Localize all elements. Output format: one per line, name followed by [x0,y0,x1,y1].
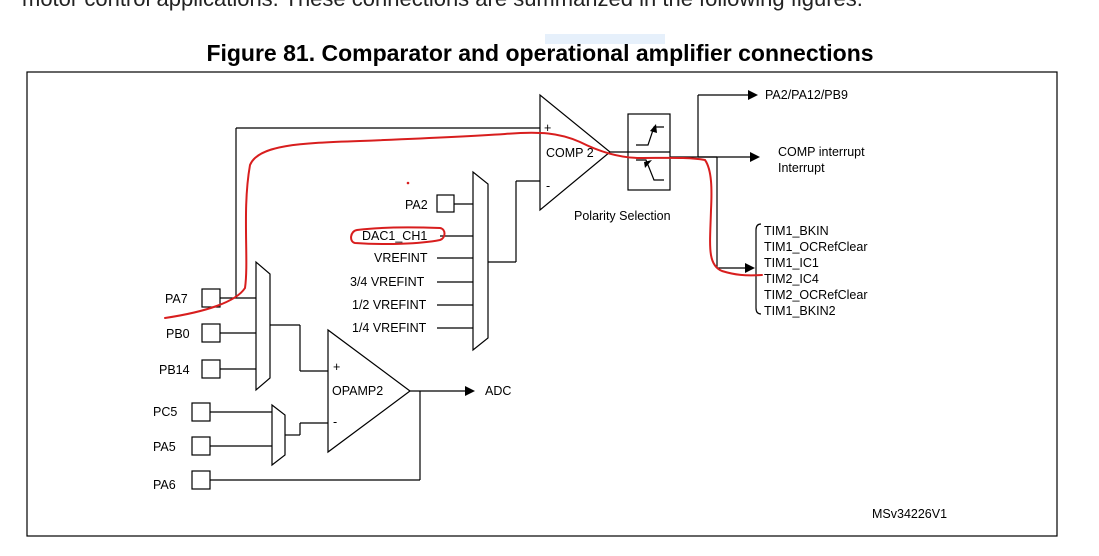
interrupt-arrow [750,152,760,162]
pin-pa5-pad [191,436,211,456]
opamp2-plus-sign: + [333,360,340,374]
comp2-label: COMP 2 [546,146,594,160]
figure-title: Figure 81. Comparator and operational am… [206,40,874,66]
pin-pb0-pad [201,323,221,343]
gpio-arrow [748,90,758,100]
polarity-selection-label: Polarity Selection [574,209,671,223]
opamp-minus-mux [271,403,286,467]
timer-signal-0: TIM1_BKIN [764,224,829,238]
comp2-minus-sign: - [546,179,550,193]
pin-label-pa6: PA6 [153,478,176,492]
pin-label-pa7: PA7 [165,292,188,306]
pin-pa2-pad [436,194,455,213]
timer-signals-brace [755,223,762,315]
comp-input-dac1-ch1: DAC1_CH1 [362,229,427,243]
opamp2-triangle [327,328,412,454]
comp-interrupt-label: COMP interrupt [778,145,865,159]
comp-input-1-2-vrefint: 1/2 VREFINT [352,298,427,312]
red-annotation [164,131,763,319]
timer-signal-4: TIM2_OCRefClear [764,288,868,302]
timer-signal-3: TIM2_IC4 [764,272,819,286]
pin-pa6-pad [191,470,211,490]
figure-frame [26,71,1058,537]
timer-arrow [745,263,755,273]
pin-label-pb14: PB14 [159,363,190,377]
pin-pa7-pad [201,288,221,308]
comp2-triangle [539,93,611,212]
gpio-output-label: PA2/PA12/PB9 [765,88,848,102]
opamp-input-mux [255,260,271,392]
comp-input-mux [472,170,489,352]
figure-ref-code: MSv34226V1 [872,507,947,521]
timer-signal-5: TIM1_BKIN2 [764,304,836,318]
timer-signal-1: TIM1_OCRefClear [764,240,868,254]
pin-label-pc5: PC5 [153,405,177,419]
pin-pc5-pad [191,402,211,422]
pin-pb14-pad [201,359,221,379]
comp-input-pa2: PA2 [405,198,428,212]
pin-label-pb0: PB0 [166,327,190,341]
intro-text: motor control applications. These connec… [0,0,1099,14]
comp-input-3-4-vrefint: 3/4 VREFINT [350,275,425,289]
polarity-inverting-icon [636,159,664,181]
highlight-mark [545,34,665,44]
adc-output-label: ADC [485,384,511,398]
comp2-plus-sign: + [544,121,551,135]
polarity-noninverting-icon [636,124,664,146]
interrupt-label: Interrupt [778,161,825,175]
opamp2-label: OPAMP2 [332,384,383,398]
pin-label-pa5: PA5 [153,440,176,454]
annotation-trace [164,131,763,319]
opamp2-minus-sign: - [333,415,337,429]
comp-input-1-4-vrefint: 1/4 VREFINT [352,321,427,335]
annotation-dot [406,181,410,185]
annotation-dac-circle [350,226,446,245]
adc-arrow [465,386,475,396]
timer-signal-2: TIM1_IC1 [764,256,819,270]
comp-input-vrefint: VREFINT [374,251,428,265]
